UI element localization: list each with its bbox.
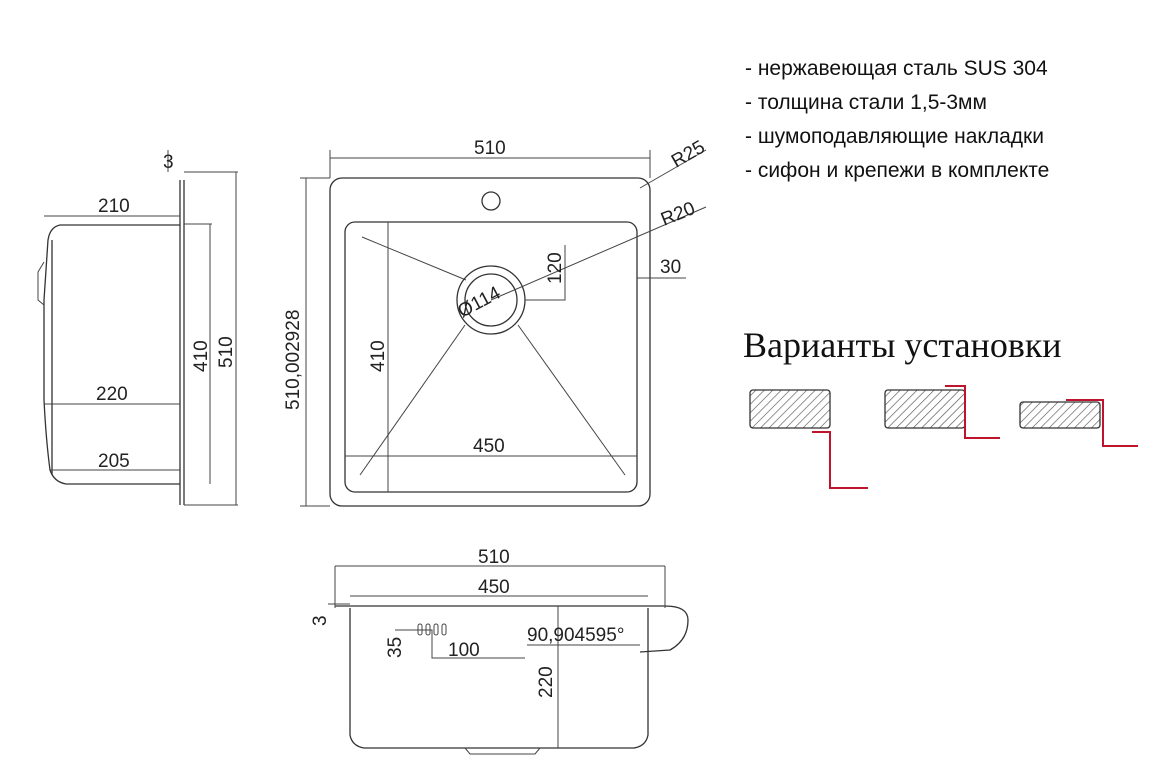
install-variant-undermount [749, 389, 868, 489]
top-bowl-width: 450 [473, 436, 505, 457]
install-variant-overmount [1019, 399, 1138, 447]
side-dim-bottom-depth: 205 [98, 451, 130, 472]
side-dim-mid-depth: 220 [96, 384, 128, 405]
front-overflow-height: 35 [385, 637, 406, 658]
top-view-outer-rim [329, 177, 651, 507]
front-view-drain-stub [464, 747, 541, 755]
top-drain-offset: 120 [545, 252, 566, 284]
top-drain-diameter: Ø114 [454, 283, 504, 323]
faucet-hole [481, 191, 501, 211]
slope-line-2 [359, 324, 466, 476]
side-view-overflow [37, 261, 45, 306]
spec-item-siphon: - сифон и крепежи в комплекте [745, 159, 1049, 182]
front-angle: 90,904595° [527, 625, 624, 646]
front-dim-bowl-width: 450 [478, 577, 510, 598]
overflow-slots-icon [417, 623, 447, 636]
front-view-bowl [349, 608, 649, 749]
slope-line-3 [517, 324, 626, 476]
top-bowl-height: 410 [368, 340, 389, 372]
top-view: 510 510,002928 R25 R20 Ø114 120 30 410 4… [283, 137, 709, 507]
front-dim-thickness: 3 [310, 615, 331, 626]
side-dim-total-height: 510 [216, 336, 237, 368]
side-dim-bowl-height: 410 [191, 340, 212, 372]
countertop-block-2 [884, 389, 966, 429]
front-depth: 220 [536, 666, 557, 698]
top-rim-width: 30 [660, 257, 681, 278]
top-dim-width: 510 [474, 138, 506, 159]
radius-r25-leader [639, 149, 707, 189]
sink-profile-1 [812, 431, 868, 489]
spec-item-material: - нержавеющая сталь SUS 304 [745, 57, 1048, 80]
side-view-outline [43, 224, 180, 485]
drain-offset-dim [525, 245, 566, 301]
install-variant-flush [884, 385, 1000, 439]
spec-item-thickness: - толщина стали 1,5-3мм [745, 91, 987, 114]
side-view: 3 210 220 205 410 510 [37, 150, 238, 506]
spec-list: - нержавеющая сталь SUS 304 - толщина ст… [745, 57, 1049, 182]
sink-profile-3 [1066, 399, 1138, 447]
side-dim-top-depth: 210 [98, 196, 130, 217]
front-dim-width: 510 [478, 547, 510, 568]
drain-inner [464, 273, 518, 327]
front-view: 510 450 3 35 100 90,904595° 220 [310, 547, 689, 755]
countertop-block-1 [749, 389, 831, 429]
front-view-rim [335, 605, 689, 653]
sink-profile-2 [945, 385, 1000, 439]
top-inner-radius: R20 [658, 198, 698, 231]
install-heading: Варианты установки [743, 325, 1062, 365]
radius-r20-leader [490, 206, 707, 301]
slope-line-1 [361, 236, 467, 281]
top-view-bowl [344, 221, 638, 493]
side-dim-thickness: 3 [163, 152, 174, 173]
front-overflow-width: 100 [448, 640, 480, 661]
top-outer-radius: R25 [668, 137, 709, 173]
top-dim-height: 510,002928 [283, 310, 304, 410]
countertop-block-3 [1019, 401, 1101, 429]
front-overflow-dim [395, 629, 525, 659]
spec-item-noise-pads: - шумоподавляющие накладки [745, 125, 1044, 148]
